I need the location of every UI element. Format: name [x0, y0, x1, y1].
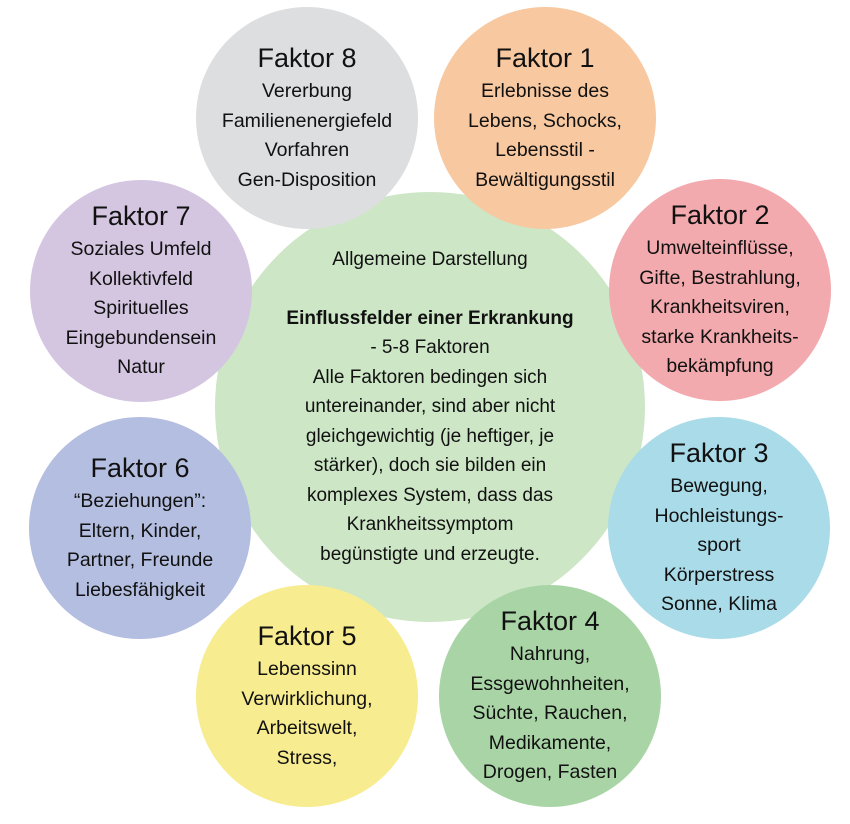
factor-text-line: Süchte, Rauchen,	[472, 702, 628, 725]
factor-text-line: “Beziehungen”:	[73, 490, 207, 512]
factor-text-line: Liebesfähigkeit	[74, 578, 206, 601]
center-heading: Allgemeine Darstellung	[332, 249, 528, 270]
factor-text-line: Essgewohnheiten,	[470, 672, 630, 695]
factor-text-line: Gifte, Bestrahlung,	[639, 266, 801, 289]
factor-text-line: Natur	[117, 356, 165, 379]
factor-text-line: Arbeitswelt,	[256, 717, 358, 739]
center-circle: Allgemeine Darstellung Einflussfelder ei…	[215, 192, 645, 622]
factor-text-line: Spirituelles	[93, 297, 189, 320]
factor-title: Faktor 1	[495, 43, 595, 73]
factor-circle-6: Faktor 6 “Beziehungen”: Eltern, Kinder, Par…	[29, 417, 251, 639]
factor-text-line: Krankheitsviren,	[650, 296, 790, 319]
factor-text-line: Kollektivfeld	[88, 267, 194, 290]
factor-text-line: Lebens, Schocks,	[468, 109, 622, 132]
factor-title: Faktor 5	[257, 621, 357, 651]
factor-text-line: Soziales Umfeld	[70, 238, 212, 261]
factor-text-line: Lebensstil -	[495, 139, 595, 161]
factor-title: Faktor 7	[91, 201, 191, 232]
factor-text-line: bekämpfung	[666, 355, 774, 378]
factor-text-line: sport	[697, 534, 741, 557]
center-text-line: stärker), doch sie bilden ein	[313, 455, 547, 476]
factor-text-line: Sonne, Klima	[661, 593, 777, 616]
factor-text-line: Bewegung,	[670, 475, 768, 498]
factor-title: Faktor 3	[669, 438, 769, 469]
factor-text-line: Umwelteinflüsse,	[646, 237, 794, 260]
factor-text-line: Verwirklichung,	[241, 687, 373, 710]
center-subtitle: - 5-8 Faktoren	[370, 337, 490, 358]
factor-text-line: Partner, Freunde	[66, 549, 214, 571]
factor-text-line: Gen-Disposition	[237, 168, 377, 191]
factor-title: Faktor 4	[500, 606, 600, 637]
factor-text-line: Vorfahren	[264, 139, 350, 161]
factor-text-line: Drogen, Fasten	[482, 761, 618, 784]
center-text-line: komplexes System, dass das	[306, 484, 554, 506]
factor-text-line: Hochleistungs-	[654, 504, 784, 527]
factor-text-line: Eltern, Kinder,	[78, 519, 202, 542]
factor-text-line: Vererbung	[262, 80, 352, 102]
factor-text-line: Nahrung,	[509, 643, 591, 666]
factor-circle-4: Faktor 4 Nahrung, Essgewohnheiten, Süchte, …	[439, 585, 661, 807]
center-text-line: begünstigte und erzeugte.	[320, 543, 540, 565]
center-text-line: gleichgewichtig (je heftiger, je	[305, 425, 555, 447]
center-text-line: Krankheitssymptom	[346, 514, 514, 535]
factor-title: Faktor 8	[257, 43, 357, 73]
factor-text-line: Erlebnisse des	[481, 80, 609, 102]
center-text-line: untereinander, sind aber nicht	[304, 396, 556, 417]
factor-text-line: Lebenssinn	[257, 658, 357, 680]
factor-title: Faktor 2	[670, 200, 770, 231]
factor-text-line: starke Krankheits-	[641, 325, 799, 348]
center-title: Einflussfelder einer Erkrankung	[286, 307, 574, 329]
factor-text-line: Körperstress	[663, 563, 775, 586]
factor-text-line: Stress,	[276, 746, 338, 769]
factor-circle-2: Faktor 2 Umwelteinflüsse, Gifte, Bestrahlu…	[609, 179, 831, 401]
factor-text-line: Familienenergiefeld	[221, 109, 393, 132]
center-text-line: Alle Faktoren bedingen sich	[312, 366, 548, 388]
factor-text-line: Bewältigungsstil	[475, 168, 615, 191]
factor-text-line: Medikamente,	[488, 731, 612, 754]
factor-title: Faktor 6	[90, 453, 190, 483]
factor-text-line: Eingebundensein	[65, 326, 217, 349]
